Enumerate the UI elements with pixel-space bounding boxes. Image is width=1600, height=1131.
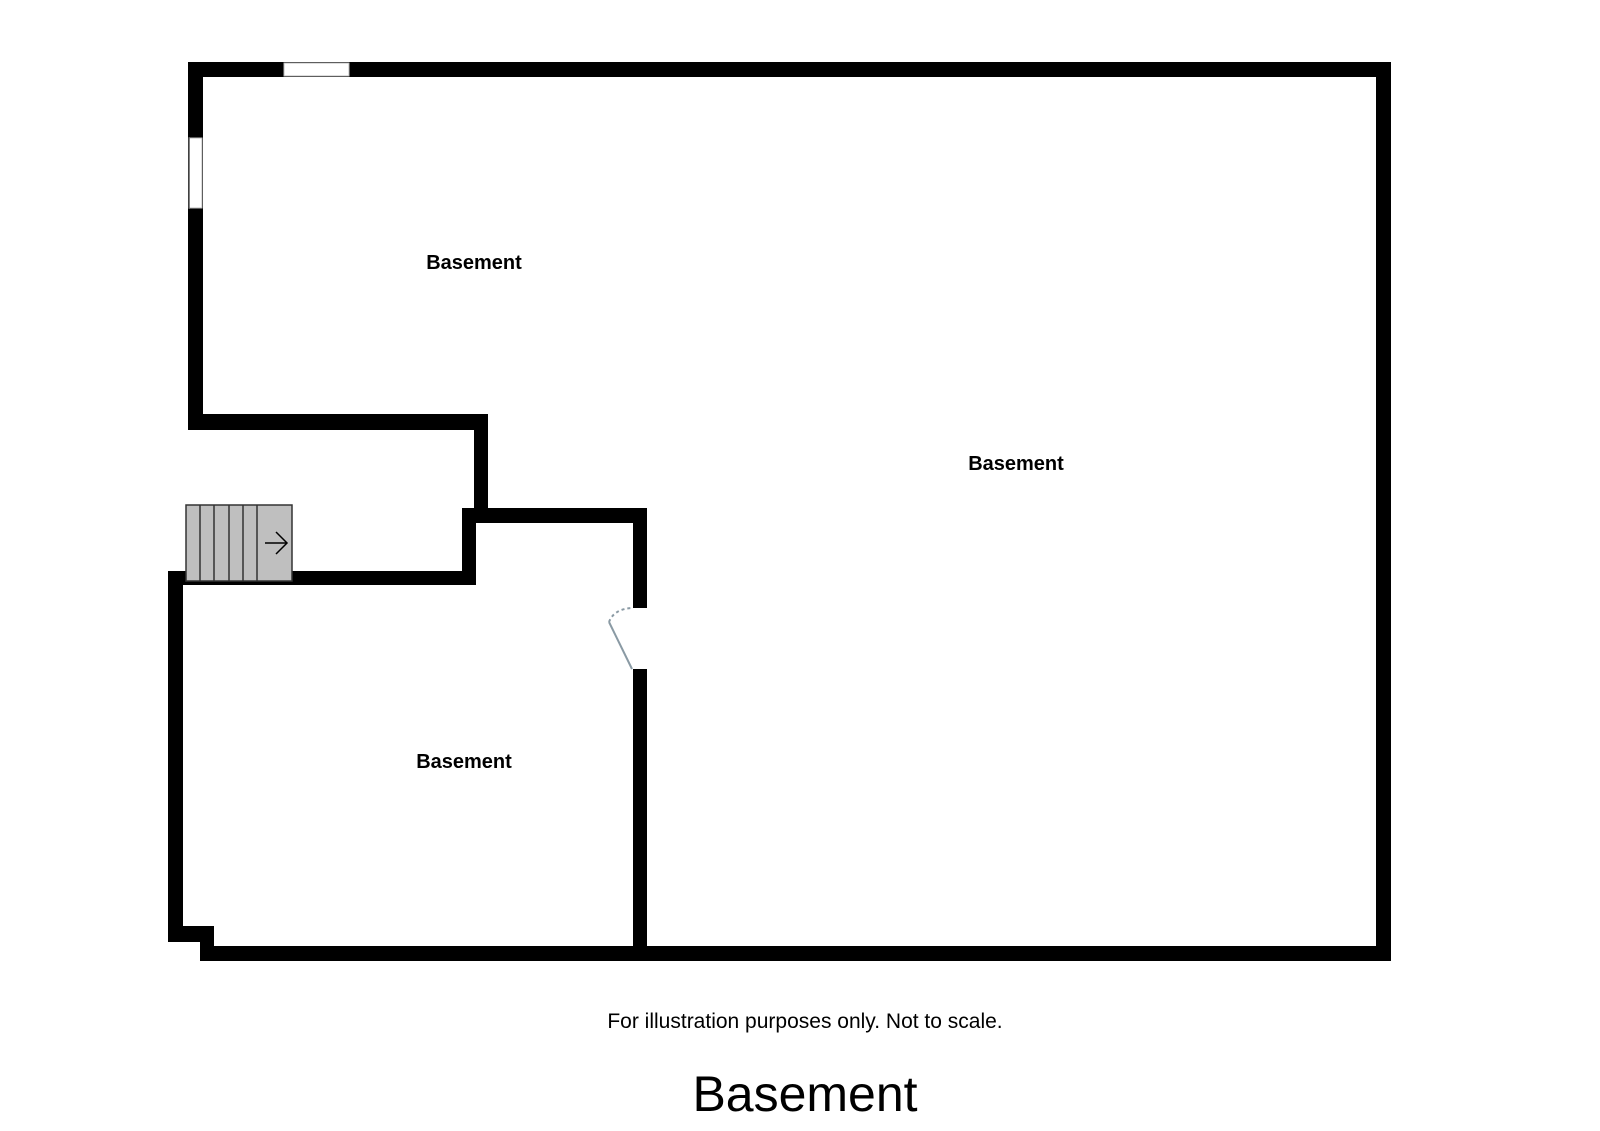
wall-top: [188, 62, 1391, 77]
wall-right: [1376, 62, 1391, 961]
wall-middle-upper: [633, 508, 647, 608]
wall-step-vertical: [474, 414, 488, 523]
wall-left-upper: [188, 62, 203, 430]
floor-title: Basement: [692, 1066, 917, 1122]
stairs: [185, 504, 293, 582]
door-swing-arc: [608, 607, 633, 623]
room-label-main: Basement: [968, 453, 1064, 475]
door: [608, 607, 633, 670]
walls: [168, 62, 1391, 961]
windows: [188, 62, 350, 209]
disclaimer: For illustration purposes only. Not to s…: [607, 1010, 1002, 1033]
wall-bottom: [200, 946, 1391, 961]
room-label-upper-left: Basement: [426, 252, 522, 274]
room-label-lower-left: Basement: [416, 751, 512, 773]
wall-inner-top: [462, 508, 647, 523]
arrow-right-icon: [265, 531, 289, 555]
door-leaf: [608, 621, 633, 670]
wall-middle-lower: [633, 669, 647, 961]
wall-step-horizontal: [188, 414, 488, 430]
wall-inner-step: [462, 508, 476, 585]
window-top: [283, 62, 350, 77]
wall-left-lower: [168, 571, 183, 942]
window-left: [188, 137, 203, 209]
